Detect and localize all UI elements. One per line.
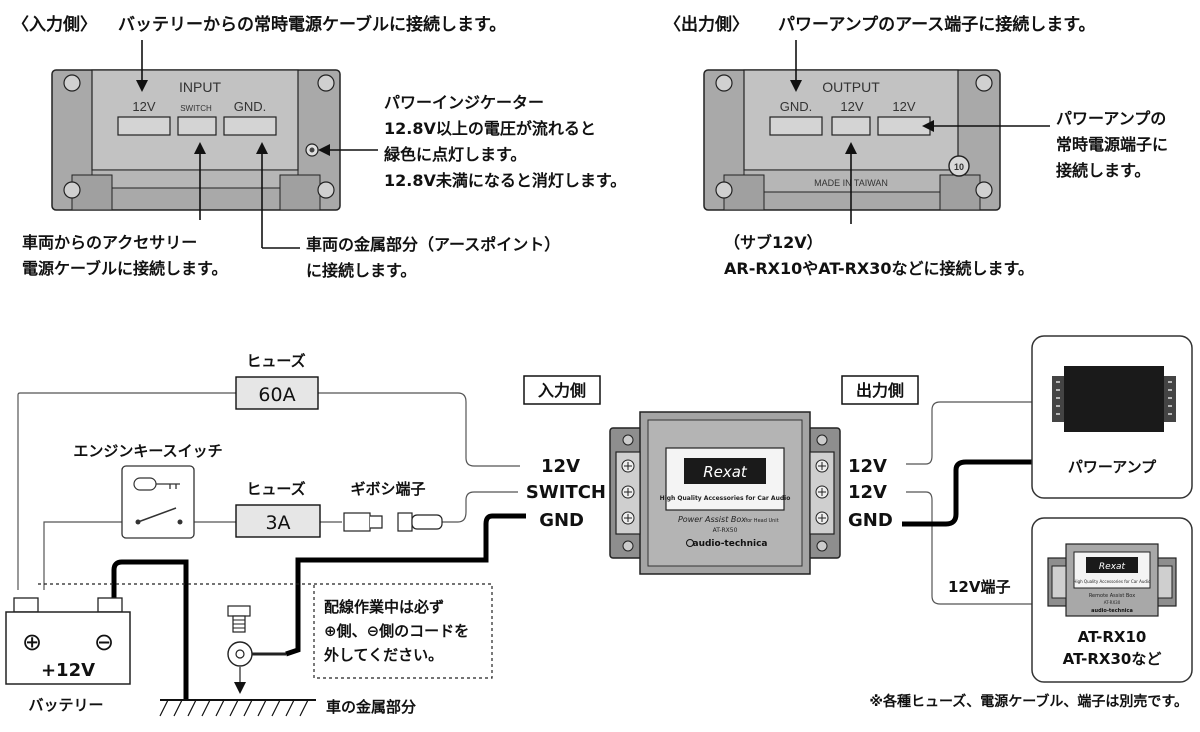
fuse-60a-caption: ヒューズ [246, 352, 305, 370]
ground-bolt-icon [227, 605, 286, 694]
power-amp-icon [1052, 366, 1176, 432]
brand-tagline: High Quality Accessories for Car Audio [660, 495, 791, 502]
rx-model: AT-RX30 [1104, 600, 1121, 605]
chassis-label: 車の金属部分 [326, 698, 416, 716]
product-model: AT-RX50 [713, 527, 738, 534]
indicator-note-1: パワーインジケーター [384, 93, 544, 112]
battery: ⊕ ⊖ +12V [5, 597, 131, 685]
in-12v-label: 12V [541, 456, 580, 477]
rx-maker: audio-technica [1091, 608, 1133, 614]
indicator-note-4: 12.8V未満になると消灯します。 [384, 171, 626, 190]
power-amp-label: パワーアンプ [1068, 458, 1157, 476]
fuse-3a [235, 504, 321, 538]
in-gnd-label: GND [539, 510, 584, 531]
rx-tagline: High Quality Accessories for Car Audio [1073, 579, 1151, 584]
input-term-12v-label: 12V [132, 99, 155, 114]
sub-note-2: AR-RX10やAT-RX30などに接続します。 [724, 259, 1034, 278]
output-panel: 〈出力側〉 パワーアンプのアース端子に接続します。 OUTPUT GND. 12… [664, 14, 1168, 278]
maker-logo: audio-technica [693, 539, 768, 549]
output-section-title: 〈出力側〉 [664, 14, 749, 35]
output-box-title: OUTPUT [822, 79, 880, 95]
input-box-title: INPUT [179, 79, 221, 95]
warning-box [313, 583, 493, 679]
in-switch-label: SWITCH [526, 482, 606, 503]
output-terminal-block [809, 451, 835, 535]
term-12v-caption: 12V端子 [948, 578, 1010, 596]
wiring-section: ヒューズ 60A ヒューズ 3A エンジンキースイッチ ギボシ端子 入力側 12… [5, 335, 1193, 717]
output-box-illustration: OUTPUT GND. 12V 12V MADE IN TAIWAN 10 [703, 69, 1001, 211]
chassis-ground [159, 699, 316, 717]
input-12v-note: バッテリーからの常時電源ケーブルに接続します。 [118, 14, 506, 35]
output-gnd-note: パワーアンプのアース端子に接続します。 [778, 14, 1096, 35]
remote-assist-box-icon: Rexat High Quality Accessories for Car A… [1047, 543, 1177, 617]
gibosi-caption: ギボシ端子 [350, 480, 425, 498]
out-12v-b-label: 12V [848, 482, 887, 503]
battery-plus-icon: ⊕ [22, 628, 42, 656]
product-sub: for Head Unit [745, 518, 778, 524]
footnote: ※各種ヒューズ、電源ケーブル、端子は別売です。 [869, 693, 1188, 710]
acc-note-2: 電源ケーブルに接続します。 [22, 259, 227, 278]
epa-badge-icon [948, 155, 970, 177]
gibosi-terminal-female [397, 512, 443, 532]
indicator-note-3: 緑色に点灯します。 [384, 145, 526, 164]
rx-product: Remote Assist Box [1089, 593, 1135, 599]
rx-name-2: AT-RX30など [1063, 650, 1162, 668]
gnd-note-2: に接続します。 [306, 261, 416, 280]
input-term-switch-label: SWITCH [180, 104, 212, 113]
warning-line-2: ⊕側、⊖側のコードを [324, 622, 469, 640]
output-term-gnd-label: GND. [780, 99, 813, 114]
input-side-tag [523, 375, 601, 405]
amp-note-2: 常時電源端子に [1056, 135, 1168, 154]
input-panel: 〈入力側〉 バッテリーからの常時電源ケーブルに接続します。 INPUT 12V … [12, 14, 626, 280]
amp-note-3: 接続します。 [1056, 161, 1150, 180]
fuse-3a-value: 3A [265, 512, 290, 534]
output-term-12v-b-label: 12V [892, 99, 915, 114]
sub-note-1: （サブ12V） [724, 233, 823, 252]
fuse-3a-caption: ヒューズ [246, 480, 305, 498]
rx-name-1: AT-RX10 [1078, 628, 1147, 646]
out-12v-a-label: 12V [848, 456, 887, 477]
output-side-tag [841, 375, 919, 405]
warning-line-1: 配線作業中は必ず [324, 598, 444, 616]
indicator-note-2: 12.8V以上の電圧が流れると [384, 119, 596, 138]
key-switch [121, 465, 195, 539]
power-assist-box: Rexat High Quality Accessories for Car A… [609, 411, 841, 575]
fuse-60a [235, 376, 319, 410]
acc-note-1: 車両からのアクセサリー [22, 233, 197, 252]
input-term-gnd-label: GND. [234, 99, 267, 114]
fuse-60a-value: 60A [258, 384, 295, 406]
rx-brand-logo: Rexat [1099, 562, 1126, 572]
output-side-tag-label: 出力側 [856, 381, 904, 400]
input-terminal-block [615, 451, 641, 535]
amp-note-1: パワーアンプの [1056, 109, 1166, 128]
battery-label: バッテリー [28, 696, 103, 714]
badge-value: 10 [954, 162, 964, 172]
gibosi-terminal-male [343, 512, 383, 532]
warning-line-3: 外してください。 [323, 646, 443, 664]
brand-logo: Rexat [703, 463, 748, 481]
battery-voltage: +12V [41, 660, 95, 681]
product-name: Power Assist Box [678, 515, 746, 524]
input-box-illustration: INPUT 12V SWITCH GND. [51, 69, 341, 211]
gnd-note-1: 車両の金属部分（アースポイント） [306, 235, 560, 254]
key-icon [133, 477, 180, 491]
out-gnd-label: GND [848, 510, 893, 531]
input-side-tag-label: 入力側 [538, 381, 586, 400]
input-section-title: 〈入力側〉 [12, 14, 97, 35]
output-term-12v-a-label: 12V [840, 99, 863, 114]
battery-minus-icon: ⊖ [94, 628, 114, 656]
key-switch-caption: エンジンキースイッチ [73, 442, 222, 460]
